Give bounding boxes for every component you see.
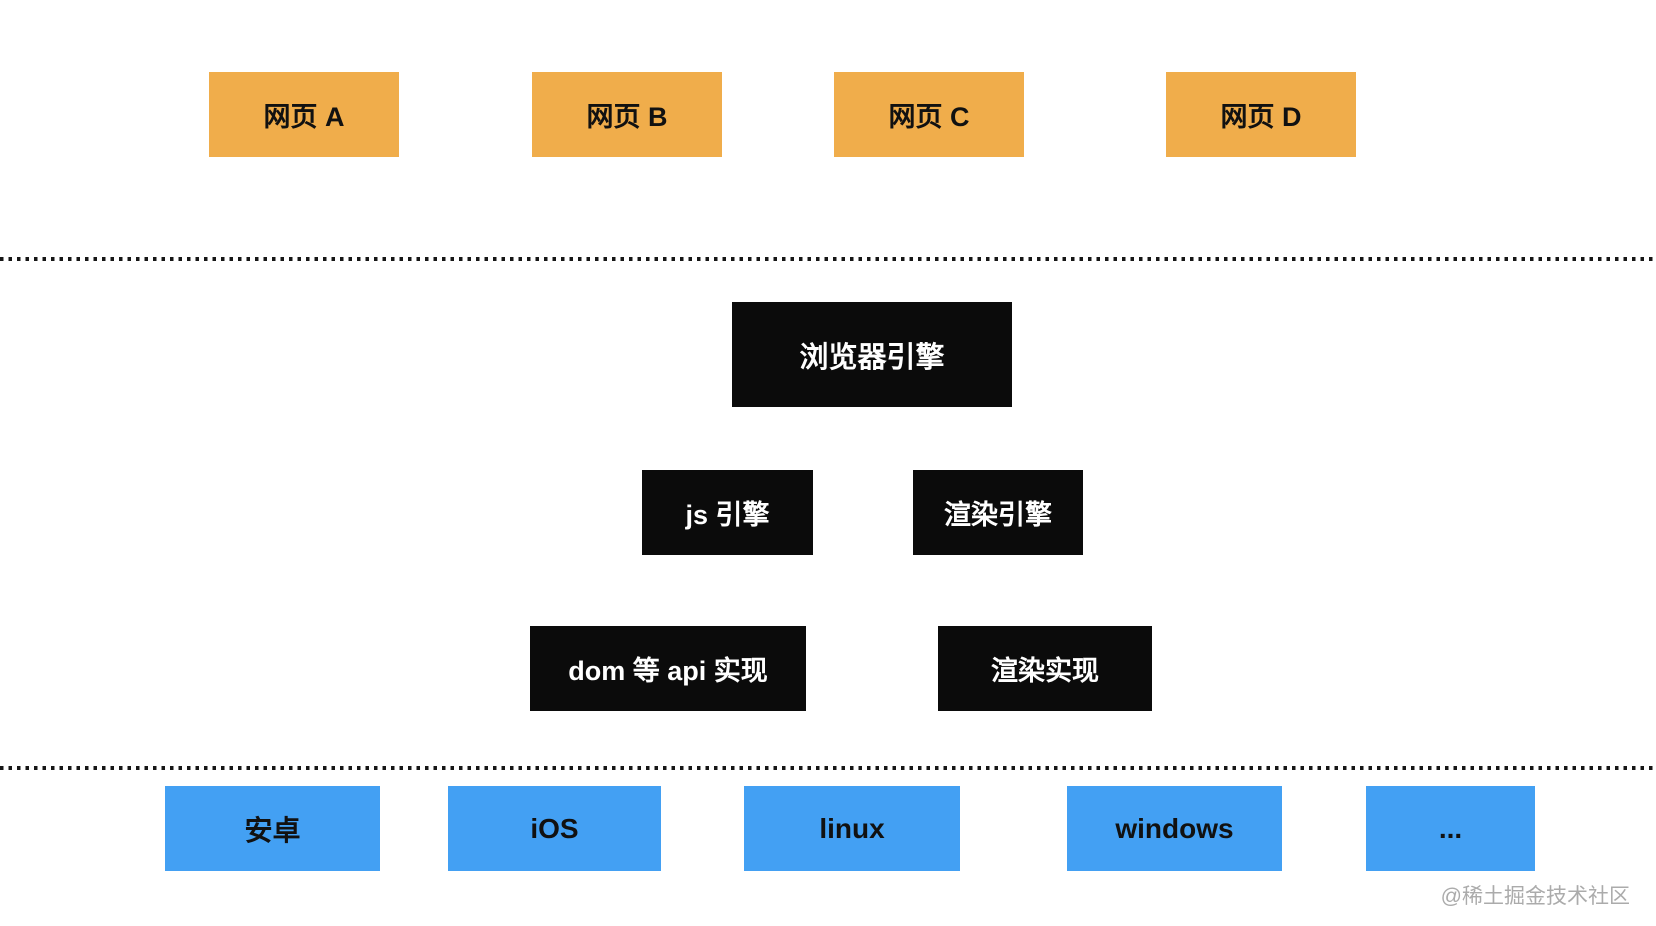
browser-engine-box: 浏览器引擎 — [732, 302, 1012, 407]
web-page-label-a: 网页 A — [263, 102, 345, 132]
web-page-box-c: 网页 C — [834, 72, 1024, 157]
web-page-label-c: 网页 C — [888, 102, 970, 132]
platform-box-android: 安卓 — [165, 786, 380, 871]
dom-api-implementation-label: dom 等 api 实现 — [568, 656, 768, 686]
js-engine-box: js 引擎 — [642, 470, 813, 555]
platform-box-windows: windows — [1067, 786, 1282, 871]
web-page-label-d: 网页 D — [1220, 102, 1302, 132]
watermark-text: @稀土掘金技术社区 — [1440, 885, 1630, 908]
dom-api-implementation-box: dom 等 api 实现 — [530, 626, 806, 711]
render-implementation-box: 渲染实现 — [938, 626, 1152, 711]
render-engine-label: 渲染引擎 — [944, 500, 1052, 530]
separator-top-dotted-line — [0, 257, 1656, 261]
web-page-box-b: 网页 B — [532, 72, 722, 157]
separator-bottom-dotted-line — [0, 766, 1656, 770]
render-implementation-label: 渲染实现 — [991, 656, 1099, 686]
browser-engine-label: 浏览器引擎 — [799, 341, 945, 374]
js-engine-label: js 引擎 — [685, 500, 770, 530]
platform-label-android: 安卓 — [244, 814, 301, 846]
platform-label-windows: windows — [1115, 812, 1234, 844]
platform-box-linux: linux — [744, 786, 960, 871]
web-page-label-b: 网页 B — [586, 102, 668, 132]
web-page-box-d: 网页 D — [1166, 72, 1356, 157]
platform-label-ios: iOS — [530, 812, 579, 844]
platform-box-ios: iOS — [448, 786, 661, 871]
platform-label-more: ... — [1438, 812, 1463, 844]
platform-box-more: ... — [1366, 786, 1535, 871]
platform-label-linux: linux — [819, 812, 885, 844]
render-engine-box: 渲染引擎 — [913, 470, 1083, 555]
web-page-box-a: 网页 A — [209, 72, 399, 157]
